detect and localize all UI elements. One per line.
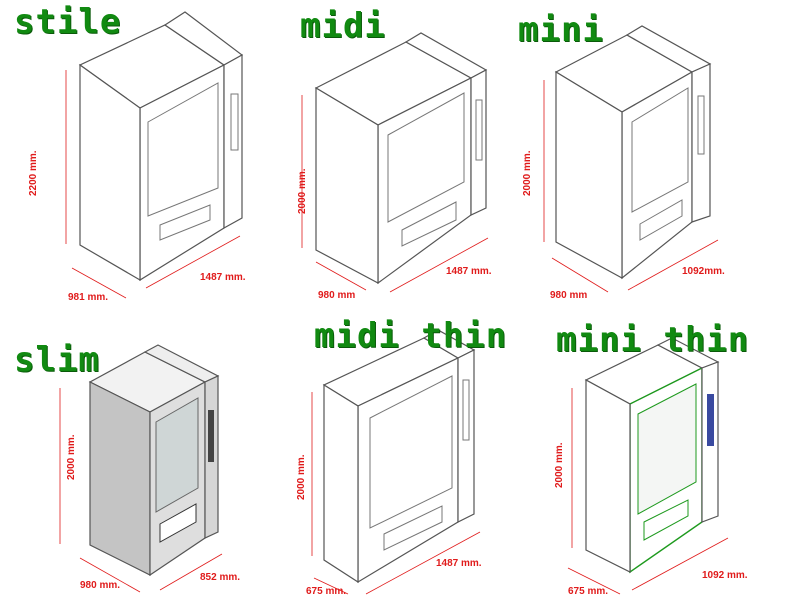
- machine-drawing-mini-thin: [567, 337, 729, 595]
- width-dimension-label: 1487 mm.: [436, 558, 482, 569]
- width-dimension-label: 1092mm.: [682, 266, 725, 277]
- height-dimension-label: 2000 mm.: [296, 454, 307, 500]
- model-panel-midi-thin: midi thin 2000 mm. 675 mm. 1487 mm.: [266, 300, 532, 600]
- machine-drawing-slim: [59, 344, 223, 593]
- model-panel-mini-thin: mini thin 2000 mm. 675 mm. 1092 mm.: [532, 300, 798, 600]
- width-dimension-label: 1487 mm.: [446, 266, 492, 277]
- depth-dimension-label: 980 mm: [550, 290, 588, 301]
- height-dimension-label: 2200 mm.: [28, 150, 39, 196]
- machine-drawing-stile: [65, 11, 244, 299]
- depth-dimension-label: 675 mm.: [306, 586, 347, 597]
- height-dimension-label: 2000 mm.: [297, 168, 308, 214]
- width-dimension-label: 1487 mm.: [200, 272, 246, 283]
- width-dimension-label: 852 mm.: [200, 572, 241, 583]
- height-dimension-label: 2000 mm.: [66, 434, 77, 480]
- height-dimension-label: 2000 mm.: [554, 442, 565, 488]
- depth-dimension-label: 675 mm.: [568, 586, 609, 597]
- model-panel-midi: midi 2000 mm. 980 mm 1487 mm.: [266, 0, 532, 301]
- model-panel-mini: mini 2000 mm. 980 mm 1092mm.: [518, 0, 798, 301]
- width-dimension-label: 1092 mm.: [702, 570, 748, 581]
- model-panel-slim: slim 2000 mm. 980 mm. 852 mm.: [0, 300, 266, 600]
- model-title: stile: [14, 2, 122, 42]
- model-title: slim: [14, 340, 100, 380]
- model-title: mini thin: [556, 320, 750, 360]
- model-panel-stile: stile 2200 mm. 981 mm. 1487 mm.: [0, 0, 266, 303]
- machine-drawing-midi-thin: [311, 329, 481, 595]
- depth-dimension-label: 980 mm: [318, 290, 356, 301]
- machine-drawing-midi: [301, 32, 489, 293]
- model-title: mini: [518, 10, 604, 50]
- depth-dimension-label: 980 mm.: [80, 580, 121, 591]
- model-title: midi: [300, 6, 386, 46]
- height-dimension-label: 2000 mm.: [522, 150, 533, 196]
- depth-dimension-label: 981 mm.: [68, 292, 109, 303]
- machine-drawing-mini: [543, 25, 719, 293]
- model-title: midi thin: [314, 316, 508, 356]
